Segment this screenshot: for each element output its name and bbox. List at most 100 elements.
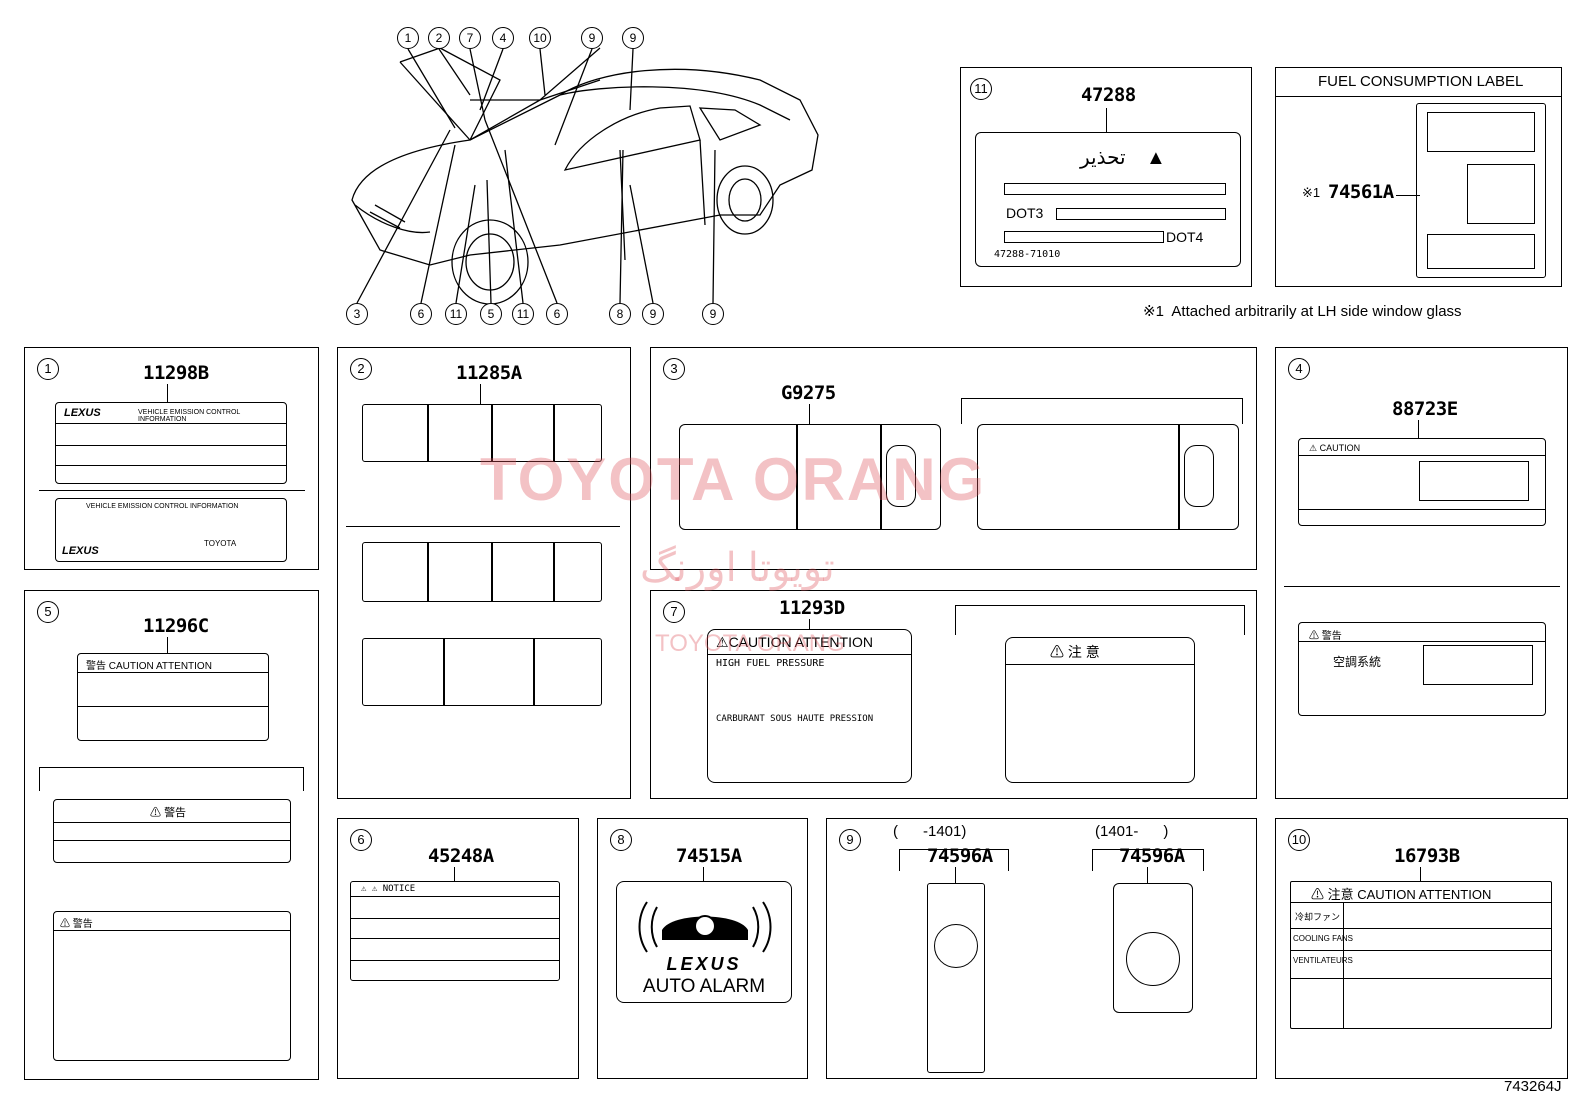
emission-label-1: LEXUS VEHICLE EMISSION CONTROL INFORMATI… [55, 402, 287, 484]
panel-number: 6 [350, 829, 372, 851]
auto-alarm-label: LEXUS AUTO ALARM [616, 881, 792, 1003]
part-number: 45248A [428, 845, 494, 867]
part-number: 11285A [456, 362, 522, 384]
emission-label-2: VEHICLE EMISSION CONTROL INFORMATION LEX… [55, 498, 287, 562]
part-number: 11298B [143, 362, 209, 384]
ac-jp-label: ⚠ 警告 空調系統 [1298, 622, 1546, 716]
fuel-pressure-label: ⚠CAUTION ATTENTION HIGH FUEL PRESSURE CA… [707, 629, 912, 783]
diagram-id: 743264J [1504, 1078, 1562, 1095]
range-1: ( -1401) [893, 823, 967, 840]
dot3-text: DOT3 [1006, 205, 1044, 221]
panel-5: 5 11296C 警告 CAUTION ATTENTION ⚠ 警告 ⚠ 警告 [24, 590, 319, 1080]
panel-7: 7 11293D ⚠CAUTION ATTENTION HIGH FUEL PR… [650, 590, 1257, 799]
callout-8: 8 [609, 303, 631, 325]
callout-5: 5 [480, 303, 502, 325]
fuel-title: FUEL CONSUMPTION LABEL [1318, 73, 1524, 90]
callout-11b: 11 [512, 303, 534, 325]
fr-text: CARBURANT SOUS HAUTE PRESSION [716, 714, 874, 724]
panel-number: 10 [1288, 829, 1310, 851]
part-number-2: 74596A [1119, 845, 1185, 867]
cooling-fan-label: ⚠ 注意 CAUTION ATTENTION 冷却ファン COOLING FAN… [1290, 881, 1552, 1029]
part-number: 11293D [779, 597, 845, 619]
panel-11: 11 47288 تحذير ▲ DOT3 DOT4 47288-71010 [960, 67, 1252, 287]
part-number-1: 74596A [927, 845, 993, 867]
fuel-label [1416, 103, 1546, 278]
panel-10: 10 16793B ⚠ 注意 CAUTION ATTENTION 冷却ファン C… [1275, 818, 1568, 1079]
part-number: 47288 [1081, 84, 1136, 106]
jp-warn-text: ⚠ 警告 [1309, 631, 1342, 642]
callout-9d: 9 [702, 303, 724, 325]
watermark-brand: TOYOTA ORANG [480, 446, 987, 513]
airbag-label-2 [1113, 883, 1193, 1013]
part-number: 11296C [143, 615, 209, 637]
callout-4: 4 [492, 27, 514, 49]
panel-1: 1 11298B LEXUS VEHICLE EMISSION CONTROL … [24, 347, 319, 570]
caution-text: ⚠ CAUTION [1309, 443, 1361, 453]
auto-alarm-text: AUTO ALARM [642, 976, 766, 997]
callout-11a: 11 [445, 303, 467, 325]
airbag-label-1 [927, 883, 985, 1073]
panel-number: 2 [350, 358, 372, 380]
panel-8: 8 74515A LEXUS AUTO ALARM [597, 818, 808, 1079]
ac-caution-label: ⚠ CAUTION [1298, 438, 1546, 526]
callout-9a: 9 [581, 27, 603, 49]
part-number: 16793B [1394, 845, 1460, 867]
callout-2: 2 [428, 27, 450, 49]
caution-text: 警告 CAUTION ATTENTION [86, 661, 212, 672]
tire-label-1 [679, 424, 941, 530]
part-number: 88723E [1392, 398, 1458, 420]
notice-text: ⚠ ⚠ NOTICE [361, 884, 416, 894]
panel-number: 3 [663, 358, 685, 380]
lexus-text: LEXUS [666, 954, 742, 974]
part-number: 74515A [676, 845, 742, 867]
ac-label-1 [362, 404, 602, 462]
callout-3: 3 [346, 303, 368, 325]
callout-6a: 6 [410, 303, 432, 325]
airbag-icon [934, 924, 978, 968]
callout-10: 10 [529, 27, 551, 49]
airbag-icon [1126, 932, 1180, 986]
panel-4: 4 88723E ⚠ CAUTION ⚠ 警告 空調系統 [1275, 347, 1568, 799]
caution-text: ⚠CAUTION ATTENTION [716, 634, 873, 650]
zh-caution-label: ⚠ 警告 [53, 911, 291, 1061]
panel-number: 11 [970, 78, 992, 100]
dot4-text: DOT4 [1166, 229, 1204, 245]
fuel-mark: ※1 [1302, 185, 1321, 200]
panel-2: 2 11285A [337, 347, 631, 799]
panel-number: 5 [37, 601, 59, 623]
panel-number: 8 [610, 829, 632, 851]
jp-text: 空調系統 [1333, 655, 1382, 669]
info-text: VEHICLE EMISSION CONTROL INFORMATION [138, 409, 241, 423]
watermark-persian: تویوتا اورنگ [640, 546, 835, 590]
car-top-icon [1184, 445, 1214, 507]
warning-triangle-icon: ▲ [1146, 147, 1166, 169]
callout-9b: 9 [622, 27, 644, 49]
range-2: (1401- ) [1095, 823, 1169, 840]
panel-number: 9 [839, 829, 861, 851]
row-1: 冷却ファン [1295, 912, 1341, 922]
caution-text: ⚠ 注意 CAUTION ATTENTION [1311, 887, 1492, 902]
alarm-car-icon [638, 901, 772, 953]
lexus-text-2: LEXUS [62, 545, 99, 557]
jp-text: ⚠ 警告 [150, 807, 187, 819]
hfp-text: HIGH FUEL PRESSURE [716, 658, 825, 669]
row-2: COOLING FANS [1293, 934, 1354, 943]
panel-number: 1 [37, 358, 59, 380]
part-number: G9275 [781, 382, 836, 404]
fuel-note: ※1 Attached arbitrarily at LH side windo… [1143, 303, 1462, 320]
notice-label: ⚠ ⚠ NOTICE [350, 881, 560, 981]
label-code: 47288-71010 [994, 249, 1061, 260]
ac-label-2 [362, 542, 602, 602]
row-3: VENTILATEURS [1293, 956, 1353, 965]
panel-fuel-consumption: FUEL CONSUMPTION LABEL ※1 74561A [1275, 67, 1562, 287]
arabic-warning: تحذير [1080, 145, 1126, 169]
callout-1: 1 [397, 27, 419, 49]
callout-7: 7 [459, 27, 481, 49]
panel-3: 3 G9275 [650, 347, 1257, 570]
tire-label-2 [977, 424, 1239, 530]
jp-caution-label: ⚠ 警告 [53, 799, 291, 863]
toyota-text: TOYOTA [204, 539, 237, 548]
panel-number: 4 [1288, 358, 1310, 380]
fuel-part-number: 74561A [1328, 181, 1394, 203]
